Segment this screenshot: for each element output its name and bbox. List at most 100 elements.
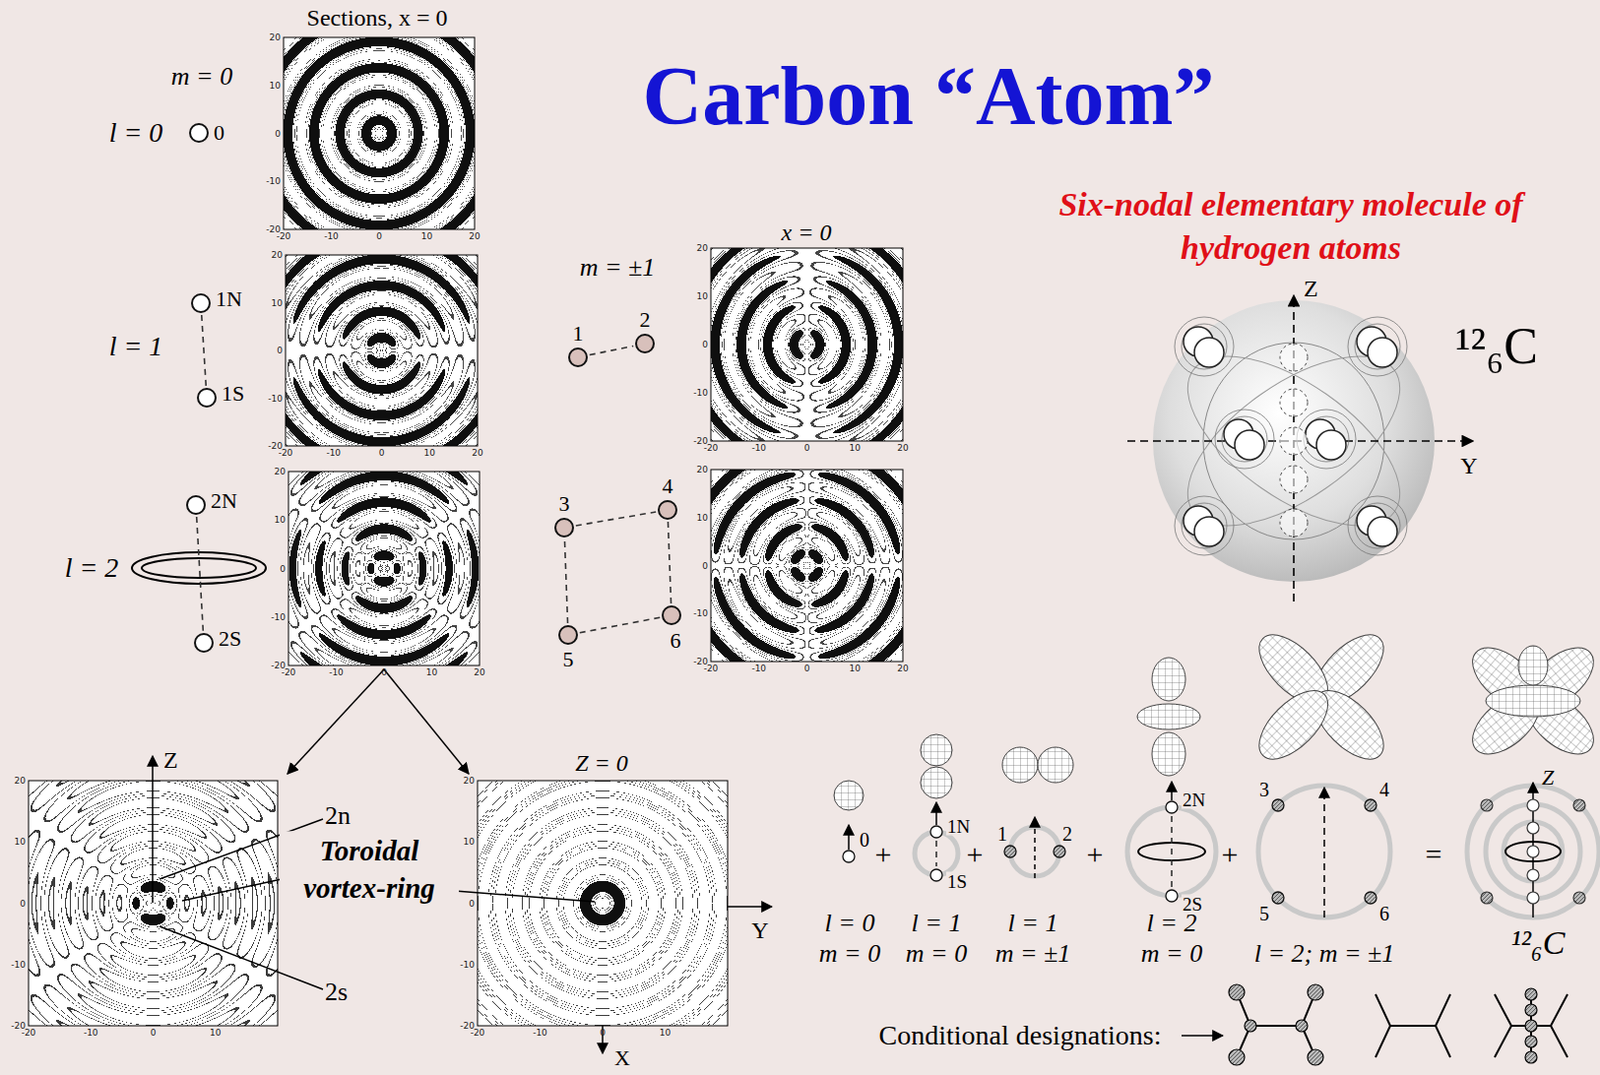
node-label: 2S	[217, 628, 243, 650]
node-circle	[842, 850, 855, 863]
atom-node: 1N	[928, 824, 945, 840]
title: Carbon “Atom”	[642, 55, 1216, 138]
atom-node: 5	[557, 624, 579, 646]
text-label: Z	[163, 748, 179, 772]
illustration-part	[1525, 1035, 1537, 1048]
illustration-part	[1247, 623, 1396, 771]
axis-tick: 10	[849, 444, 861, 453]
illustration-part	[1159, 323, 1427, 559]
illustration-part	[727, 905, 772, 908]
text-label: 2n	[324, 803, 351, 830]
node-outline	[1051, 843, 1068, 860]
illustration-part	[1159, 323, 1427, 559]
hydrogen-atom	[1183, 506, 1214, 536]
text-label: m = 0	[819, 941, 881, 967]
illustration-part	[1518, 645, 1548, 686]
illustration-part	[1573, 892, 1586, 904]
node-label: 2N	[209, 490, 239, 512]
illustration-part	[1494, 992, 1568, 1060]
text-label: m = 0	[905, 941, 967, 967]
illustration-part	[1002, 747, 1038, 783]
node-label: 1	[572, 322, 585, 345]
illustration-part	[1307, 1049, 1324, 1066]
illustration-part	[1228, 984, 1537, 1066]
illustration-part	[1228, 984, 1245, 1001]
illustration-part	[384, 669, 469, 774]
axis-node	[1280, 509, 1308, 537]
axis-tick: -20	[278, 448, 294, 458]
hydrogen-atom	[1183, 326, 1214, 357]
axis-tick: -20	[276, 232, 292, 242]
illustration-part	[454, 891, 595, 902]
illustration-part	[1258, 785, 1391, 918]
node-outline	[190, 292, 212, 315]
illustration-part	[1323, 787, 1326, 918]
node-circle	[1053, 845, 1066, 858]
node-outline	[928, 824, 945, 840]
node-label: 2N	[1181, 790, 1207, 810]
illustration-part	[131, 552, 266, 584]
node-label: 1N	[214, 288, 244, 311]
node-label: 2	[639, 309, 652, 331]
designation-symbols	[1181, 984, 1568, 1066]
axis-tick: -10	[10, 960, 26, 969]
atom-node: 2N	[1163, 799, 1180, 816]
axis-tick: -20	[704, 444, 719, 453]
axis-tick: 0	[19, 898, 26, 908]
axis-tick: 10	[697, 292, 708, 302]
node-circle	[658, 501, 677, 519]
text-label: Y	[1460, 453, 1477, 478]
node-label: 4	[661, 475, 675, 498]
illustration-part	[1244, 1020, 1257, 1032]
node-circle	[662, 606, 681, 625]
illustration-part	[141, 558, 256, 578]
atom-node: 2N	[185, 494, 207, 516]
illustration-part	[1303, 623, 1396, 715]
illustration-part	[1527, 892, 1539, 904]
node-label: 6	[1378, 903, 1391, 924]
illustration-part	[182, 879, 282, 901]
atom-orbit	[1347, 496, 1408, 556]
axis-tick: 10	[274, 515, 286, 525]
axis-tick: 20	[271, 251, 283, 260]
dashed-link	[667, 521, 671, 604]
node-outline	[1002, 843, 1019, 860]
node-circle	[187, 496, 205, 514]
axis-tick: 0	[599, 1028, 606, 1038]
atom-orbit	[1181, 323, 1227, 370]
atom-node: 4	[656, 499, 679, 521]
illustration-part	[1228, 1049, 1245, 1066]
axis-tick: -10	[751, 664, 767, 674]
plot-frame	[28, 780, 278, 1026]
text-label: +	[875, 839, 893, 870]
node-label: 5	[1258, 903, 1271, 924]
dashed-link	[935, 840, 938, 867]
node-circle	[1364, 799, 1377, 812]
axis-tick: 10	[426, 668, 438, 678]
illustration-part	[1181, 1034, 1223, 1037]
axis-tick: 0	[804, 664, 811, 674]
text-label: ¹²₆C	[1455, 320, 1538, 373]
axis-node	[1280, 343, 1308, 372]
text-label: l = 2	[64, 554, 120, 582]
illustration-part	[1527, 799, 1539, 812]
text-label: m = ±1	[995, 941, 1072, 967]
illustration-part	[1303, 679, 1396, 771]
node-outline	[192, 632, 215, 654]
axis-tick: 10	[463, 837, 475, 847]
text-label: l = 1	[911, 910, 962, 937]
illustration-part	[1516, 636, 1600, 720]
node-circle	[930, 869, 943, 882]
node-circle	[1364, 892, 1377, 904]
illustration-part	[1532, 782, 1535, 918]
pointer-arrows	[152, 669, 772, 1054]
illustration-part	[1295, 1020, 1308, 1032]
text-label: +	[1221, 839, 1239, 870]
node-circle	[190, 124, 208, 142]
atom-orbit	[1354, 503, 1401, 549]
axis-tick: -10	[265, 177, 281, 187]
node-outline	[1270, 797, 1286, 814]
illustration-part	[1307, 984, 1324, 1001]
